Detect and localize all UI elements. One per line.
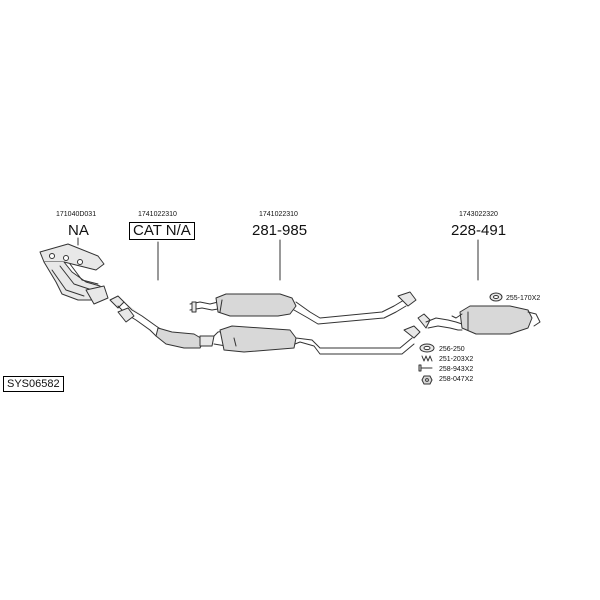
exhaust-manifold <box>39 243 109 305</box>
nut-icon <box>421 375 433 385</box>
accessory-code: 255-170X2 <box>506 295 541 302</box>
accessory-code: 251-203X2 <box>439 356 474 363</box>
spring-icon <box>421 355 433 362</box>
accessory-code: 258-047X2 <box>439 376 474 383</box>
accessory-code: 258-943X2 <box>439 366 474 373</box>
part-number: NA <box>68 222 89 239</box>
rubber-ring-icon <box>489 292 503 302</box>
gasket-ring-icon <box>419 343 435 353</box>
rear-muffler-228-491 <box>417 305 541 335</box>
center-pipe-281-985 <box>189 291 417 325</box>
part-oem-number: 171040D031 <box>56 211 97 218</box>
middle-silencer-pipe <box>213 325 421 355</box>
part-oem-number: 1741022310 <box>138 211 177 218</box>
bolt-icon <box>418 364 433 372</box>
accessory-code: 256-250 <box>439 346 465 353</box>
part-oem-number: 1741022310 <box>259 211 298 218</box>
part-oem-number: 1743022320 <box>459 211 498 218</box>
front-pipe-catalyst <box>109 295 215 349</box>
part-number: 228-491 <box>451 222 507 239</box>
part-number: 281-985 <box>252 222 308 239</box>
part-number-boxed: CAT N/A <box>129 222 195 240</box>
system-code-label: SYS06582 <box>3 376 64 392</box>
